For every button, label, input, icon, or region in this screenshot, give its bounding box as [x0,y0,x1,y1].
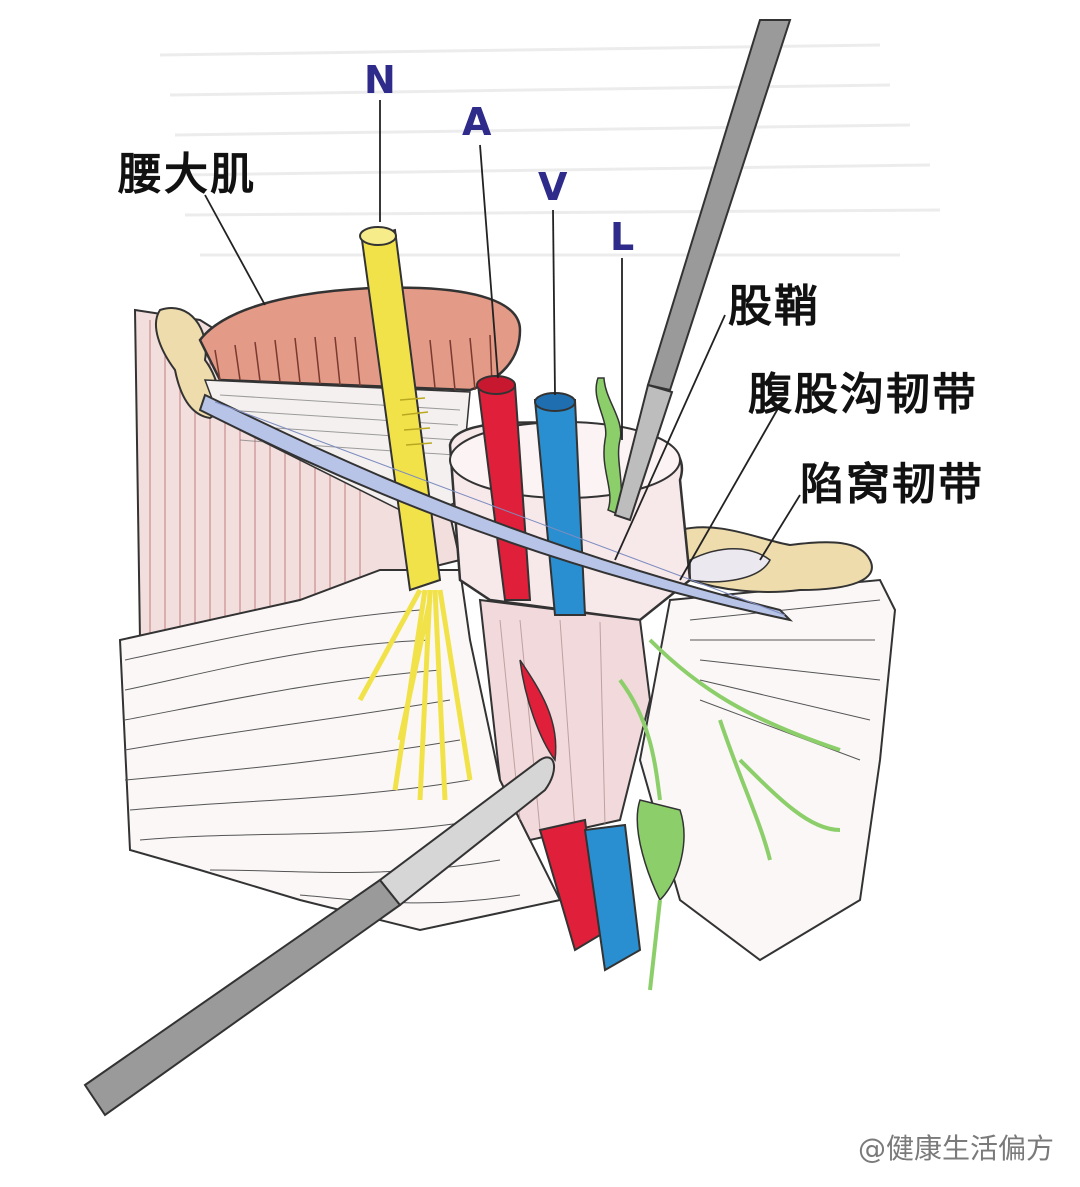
label-a-artery: A [462,100,492,144]
forceps-instrument [613,19,792,522]
scalpel-instrument [83,756,555,1117]
inguinal-ligament [198,393,794,622]
lymphatic-vessel [595,377,841,991]
background-faint-text [159,43,941,257]
femoral-artery [476,375,602,952]
label-inguinal-ligament: 腹股沟韧带 [748,369,978,420]
watermark: @健康生活偏方 [857,1132,1054,1165]
label-n-nerve: N [364,58,396,102]
lacunar-ligament [689,548,771,583]
label-psoas-major: 腰大肌 [118,149,256,200]
label-femoral-sheath: 股鞘 [728,281,820,332]
psoas-muscle [198,286,522,392]
label-lacunar-ligament: 陷窝韧带 [800,459,984,510]
leader-lines [204,100,801,581]
label-l-lymph: L [610,215,635,259]
label-v-vein: V [538,165,568,209]
